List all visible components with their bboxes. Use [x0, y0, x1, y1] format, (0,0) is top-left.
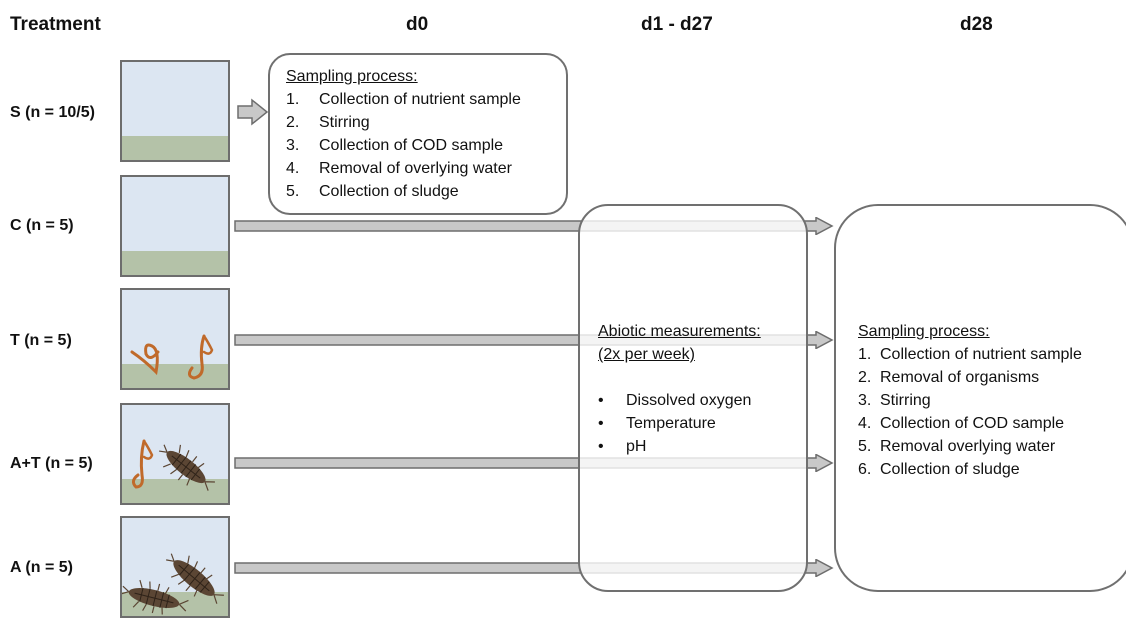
tank-sediment: [122, 136, 228, 160]
step-number: 1.: [286, 91, 300, 108]
bullet-icon: •: [598, 415, 604, 432]
treatment-label-a: A (n = 5): [10, 559, 73, 576]
header-d1-d27: d1 - d27: [641, 14, 713, 35]
bullet-icon: •: [598, 392, 604, 409]
list-item: 6. Collection of sludge: [858, 458, 1082, 481]
step-text: Collection of COD sample: [319, 137, 504, 154]
d28-sampling-title: Sampling process:: [858, 323, 990, 340]
list-item: • pH: [598, 435, 761, 458]
step-number: 3.: [286, 137, 300, 154]
d0-sampling-steps: 1. Collection of nutrient sample 2. Stirri…: [286, 88, 521, 203]
d28-sampling-steps: 1. Collection of nutrient sample 2. Remova…: [858, 343, 1082, 481]
step-number: 5.: [858, 438, 872, 455]
step-text: Collection of sludge: [880, 461, 1020, 478]
step-number: 4.: [286, 160, 300, 177]
d28-sampling-box: Sampling process: 1. Collection of nutrie…: [834, 204, 1126, 592]
measurement-text: Temperature: [626, 415, 716, 432]
step-text: Stirring: [319, 114, 370, 131]
list-item: • Temperature: [598, 412, 761, 435]
treatment-label-t: T (n = 5): [10, 332, 72, 349]
list-item: 2. Stirring: [286, 111, 521, 134]
step-number: 5.: [286, 183, 300, 200]
tubifex-worms-icon: [130, 334, 214, 380]
step-text: Collection of sludge: [319, 183, 459, 200]
list-item: 3. Collection of COD sample: [286, 134, 521, 157]
worm-and-isopod-icon: [131, 439, 215, 491]
tank-c: [120, 175, 230, 277]
d0-sampling-title: Sampling process:: [286, 68, 418, 85]
measurement-text: Dissolved oxygen: [626, 392, 752, 409]
list-item: 3. Stirring: [858, 389, 1082, 412]
header-d28: d28: [960, 14, 993, 35]
step-text: Collection of COD sample: [880, 415, 1065, 432]
step-text: Removal of organisms: [880, 369, 1040, 386]
treatment-label-s: S (n = 10/5): [10, 104, 95, 121]
list-item: 1. Collection of nutrient sample: [858, 343, 1082, 366]
header-d0: d0: [406, 14, 429, 35]
abiotic-list: • Dissolved oxygen • Temperature • pH: [598, 389, 761, 458]
measurement-text: pH: [626, 438, 647, 455]
list-item: 5. Removal overlying water: [858, 435, 1082, 458]
tank-a-t: [120, 403, 230, 505]
step-number: 4.: [858, 415, 872, 432]
step-number: 1.: [858, 346, 872, 363]
step-text: Stirring: [880, 392, 931, 409]
abiotic-frequency: (2x per week): [598, 346, 695, 363]
tank-t: [120, 288, 230, 390]
step-number: 2.: [286, 114, 300, 131]
step-number: 6.: [858, 461, 872, 478]
list-item: 1. Collection of nutrient sample: [286, 88, 521, 111]
bullet-icon: •: [598, 438, 604, 455]
list-item: 2. Removal of organisms: [858, 366, 1082, 389]
abiotic-title: Abiotic measurements:: [598, 323, 761, 340]
abiotic-measurements-box: Abiotic measurements: (2x per week) • Dis…: [578, 204, 808, 592]
step-number: 3.: [858, 392, 872, 409]
d0-sampling-box: Sampling process: 1. Collection of nutrie…: [268, 53, 568, 215]
list-item: 4. Removal of overlying water: [286, 157, 521, 180]
isopods-icon: [122, 553, 224, 615]
header-treatment: Treatment: [10, 14, 101, 35]
step-text: Collection of nutrient sample: [319, 91, 521, 108]
list-item: • Dissolved oxygen: [598, 389, 761, 412]
tank-a: [120, 516, 230, 618]
tank-sediment: [122, 479, 228, 503]
step-text: Removal overlying water: [880, 438, 1056, 455]
treatment-label-c: C (n = 5): [10, 217, 74, 234]
step-text: Removal of overlying water: [319, 160, 512, 177]
tank-s: [120, 60, 230, 162]
list-item: 5. Collection of sludge: [286, 180, 521, 203]
treatment-label-a-t: A+T (n = 5): [10, 455, 93, 472]
step-number: 2.: [858, 369, 872, 386]
step-text: Collection of nutrient sample: [880, 346, 1082, 363]
list-item: 4. Collection of COD sample: [858, 412, 1082, 435]
short-arrow: [237, 98, 269, 126]
tank-sediment: [122, 364, 228, 388]
tank-sediment: [122, 251, 228, 275]
